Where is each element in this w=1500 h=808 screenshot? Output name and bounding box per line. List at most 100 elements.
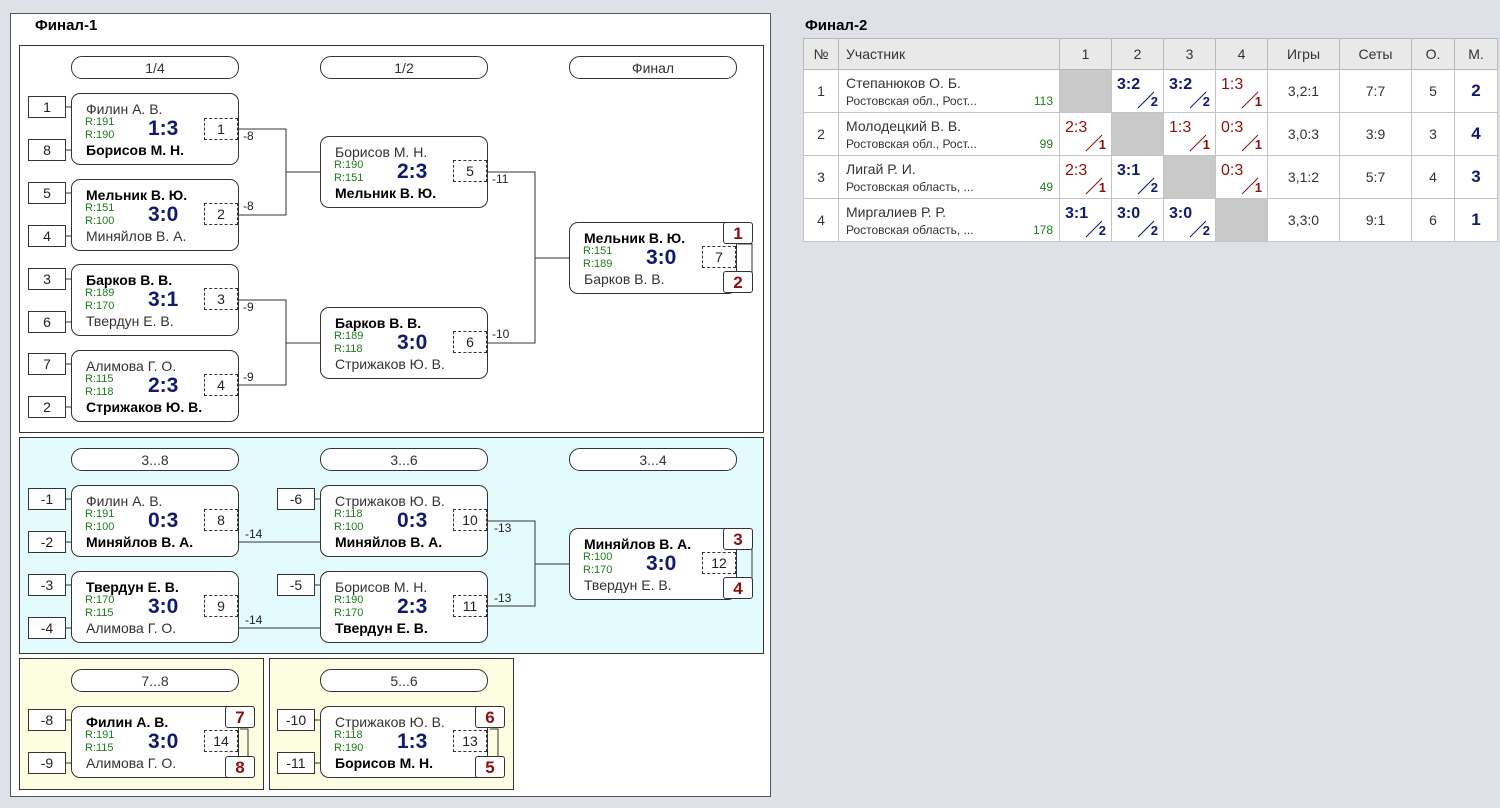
player-1-winner: Твердун Е. В. [86, 579, 179, 595]
player-2: Алимова Г. О. [86, 620, 177, 636]
participant-rating: 99 [1039, 137, 1053, 151]
participant-cell[interactable]: Степанюков О. Б. Ростовская обл., Рост..… [838, 69, 1060, 113]
result-cell[interactable]: 3:0 2 [1163, 198, 1216, 242]
rating-2: R:115 [85, 607, 114, 619]
seed-box: -2 [28, 531, 66, 553]
match-7-final[interactable]: Мельник В. Ю. R:151 R:189 3:0 Барков В. … [569, 222, 737, 294]
seed-box: 3 [28, 268, 66, 290]
participant-name: Лигай Р. И. [846, 161, 916, 177]
round-header-final: Финал [569, 56, 737, 79]
match-6[interactable]: Барков В. В. R:189 R:118 3:0 Стрижаков Ю… [320, 307, 488, 379]
participant-region: Ростовская область, ... [846, 223, 974, 237]
col-header-place[interactable]: М. [1454, 38, 1498, 70]
rating-2: R:100 [85, 521, 115, 533]
result-slash [1137, 177, 1155, 195]
table-row[interactable]: 2 Молодецкий В. В. Ростовская обл., Рост… [803, 112, 1498, 156]
final2-table: № Участник 1 2 3 4 Игры Сеты О. М. 1 Сте… [803, 38, 1498, 242]
loser-label: -9 [243, 300, 254, 314]
seed-box: -10 [277, 709, 315, 731]
player-1-winner: Барков В. В. [335, 315, 422, 331]
round-header-7-8: 7...8 [71, 669, 239, 692]
player-1: Стрижаков Ю. В. [335, 493, 445, 509]
rating-2: R:190 [85, 129, 115, 141]
loser-label: -9 [243, 370, 254, 384]
rating-1: R:191 [85, 508, 115, 520]
round-header-3-4: 3...4 [569, 448, 737, 471]
rating-2: R:151 [334, 172, 364, 184]
rating-1: R:190 [334, 159, 364, 171]
participant-cell[interactable]: Лигай Р. И. Ростовская область, ... 49 [838, 155, 1060, 199]
final1-title: Финал-1 [35, 17, 98, 34]
result-score: 1:3 [1221, 76, 1244, 93]
player-2: Алимова Г. О. [86, 755, 177, 771]
loser-label: -14 [245, 613, 263, 627]
player-1: Филин А. В. [86, 493, 163, 509]
player-2-winner: Миняйлов В. А. [335, 534, 443, 550]
result-cell[interactable]: 3:2 2 [1111, 69, 1164, 113]
place-value: 2 [1454, 69, 1498, 113]
result-points: 2 [1202, 223, 1210, 238]
col-header-sets[interactable]: Сеты [1339, 38, 1412, 70]
seed-box: 6 [28, 311, 66, 333]
participant-cell[interactable]: Молодецкий В. В. Ростовская обл., Рост..… [838, 112, 1060, 156]
col-header-3[interactable]: 3 [1163, 38, 1216, 70]
result-cell[interactable]: 2:3 1 [1059, 155, 1112, 199]
col-header-1[interactable]: 1 [1059, 38, 1112, 70]
place-badge: 4 [723, 577, 753, 599]
result-points: 2 [1202, 94, 1210, 109]
sets-value: 9:1 [1339, 198, 1412, 242]
match-8[interactable]: Филин А. В. R:191 R:100 0:3 Миняйлов В. … [71, 485, 239, 557]
result-points: 2 [1098, 223, 1106, 238]
match-score: 3:0 [148, 730, 179, 753]
col-header-number[interactable]: № [803, 38, 839, 70]
match-11[interactable]: Борисов М. Н. R:190 R:170 2:3 Твердун Е.… [320, 571, 488, 643]
result-points: 2 [1150, 223, 1158, 238]
result-cell[interactable]: 3:2 2 [1163, 69, 1216, 113]
player-1-winner: Мельник В. Ю. [86, 187, 188, 203]
result-points: 2 [1150, 94, 1158, 109]
seed-box: 4 [28, 225, 66, 247]
final2-title: Финал-2 [805, 17, 868, 34]
result-cell[interactable]: 1:3 1 [1215, 69, 1268, 113]
points-value: 6 [1411, 198, 1455, 242]
seed-box: -3 [28, 574, 66, 596]
result-score: 1:3 [1169, 119, 1192, 136]
result-score: 3:0 [1117, 205, 1141, 222]
player-1: Стрижаков Ю. В. [335, 714, 445, 730]
result-cell[interactable]: 3:1 2 [1059, 198, 1112, 242]
points-value: 4 [1411, 155, 1455, 199]
col-header-points[interactable]: О. [1411, 38, 1455, 70]
result-cell[interactable]: 3:1 2 [1111, 155, 1164, 199]
col-header-4[interactable]: 4 [1215, 38, 1268, 70]
player-1: Филин А. В. [86, 101, 163, 117]
table-row[interactable]: 1 Степанюков О. Б. Ростовская обл., Рост… [803, 69, 1498, 113]
col-header-games[interactable]: Игры [1267, 38, 1340, 70]
result-slash [1189, 91, 1207, 109]
player-2-winner: Борисов М. Н. [86, 142, 185, 158]
match-14[interactable]: Филин А. В. R:191 R:115 3:0 Алимова Г. О… [71, 706, 239, 778]
result-slash [1085, 177, 1103, 195]
col-header-2[interactable]: 2 [1111, 38, 1164, 70]
participant-cell[interactable]: Миргалиев Р. Р. Ростовская область, ... … [838, 198, 1060, 242]
place-badge: 1 [723, 222, 753, 244]
result-slash [1189, 220, 1207, 238]
table-row[interactable]: 4 Миргалиев Р. Р. Ростовская область, ..… [803, 198, 1498, 242]
result-cell[interactable]: 1:3 1 [1163, 112, 1216, 156]
table-row[interactable]: 3 Лигай Р. И. Ростовская область, ... 49… [803, 155, 1498, 199]
player-2-winner: Мельник В. Ю. [335, 185, 437, 201]
result-cell[interactable]: 0:3 1 [1215, 155, 1268, 199]
result-cell[interactable]: 0:3 1 [1215, 112, 1268, 156]
result-cell[interactable]: 2:3 1 [1059, 112, 1112, 156]
rating-2: R:170 [334, 607, 364, 619]
result-slash [1241, 91, 1259, 109]
place-value: 1 [1454, 198, 1498, 242]
diagonal-cell [1111, 112, 1164, 156]
points-value: 3 [1411, 112, 1455, 156]
rating-2: R:170 [583, 564, 613, 576]
player-2: Барков В. В. [584, 271, 665, 287]
seed-box: -8 [28, 709, 66, 731]
participant-name: Миргалиев Р. Р. [846, 204, 947, 220]
col-header-participant[interactable]: Участник [838, 38, 1060, 70]
rating-2: R:190 [334, 742, 364, 754]
result-cell[interactable]: 3:0 2 [1111, 198, 1164, 242]
